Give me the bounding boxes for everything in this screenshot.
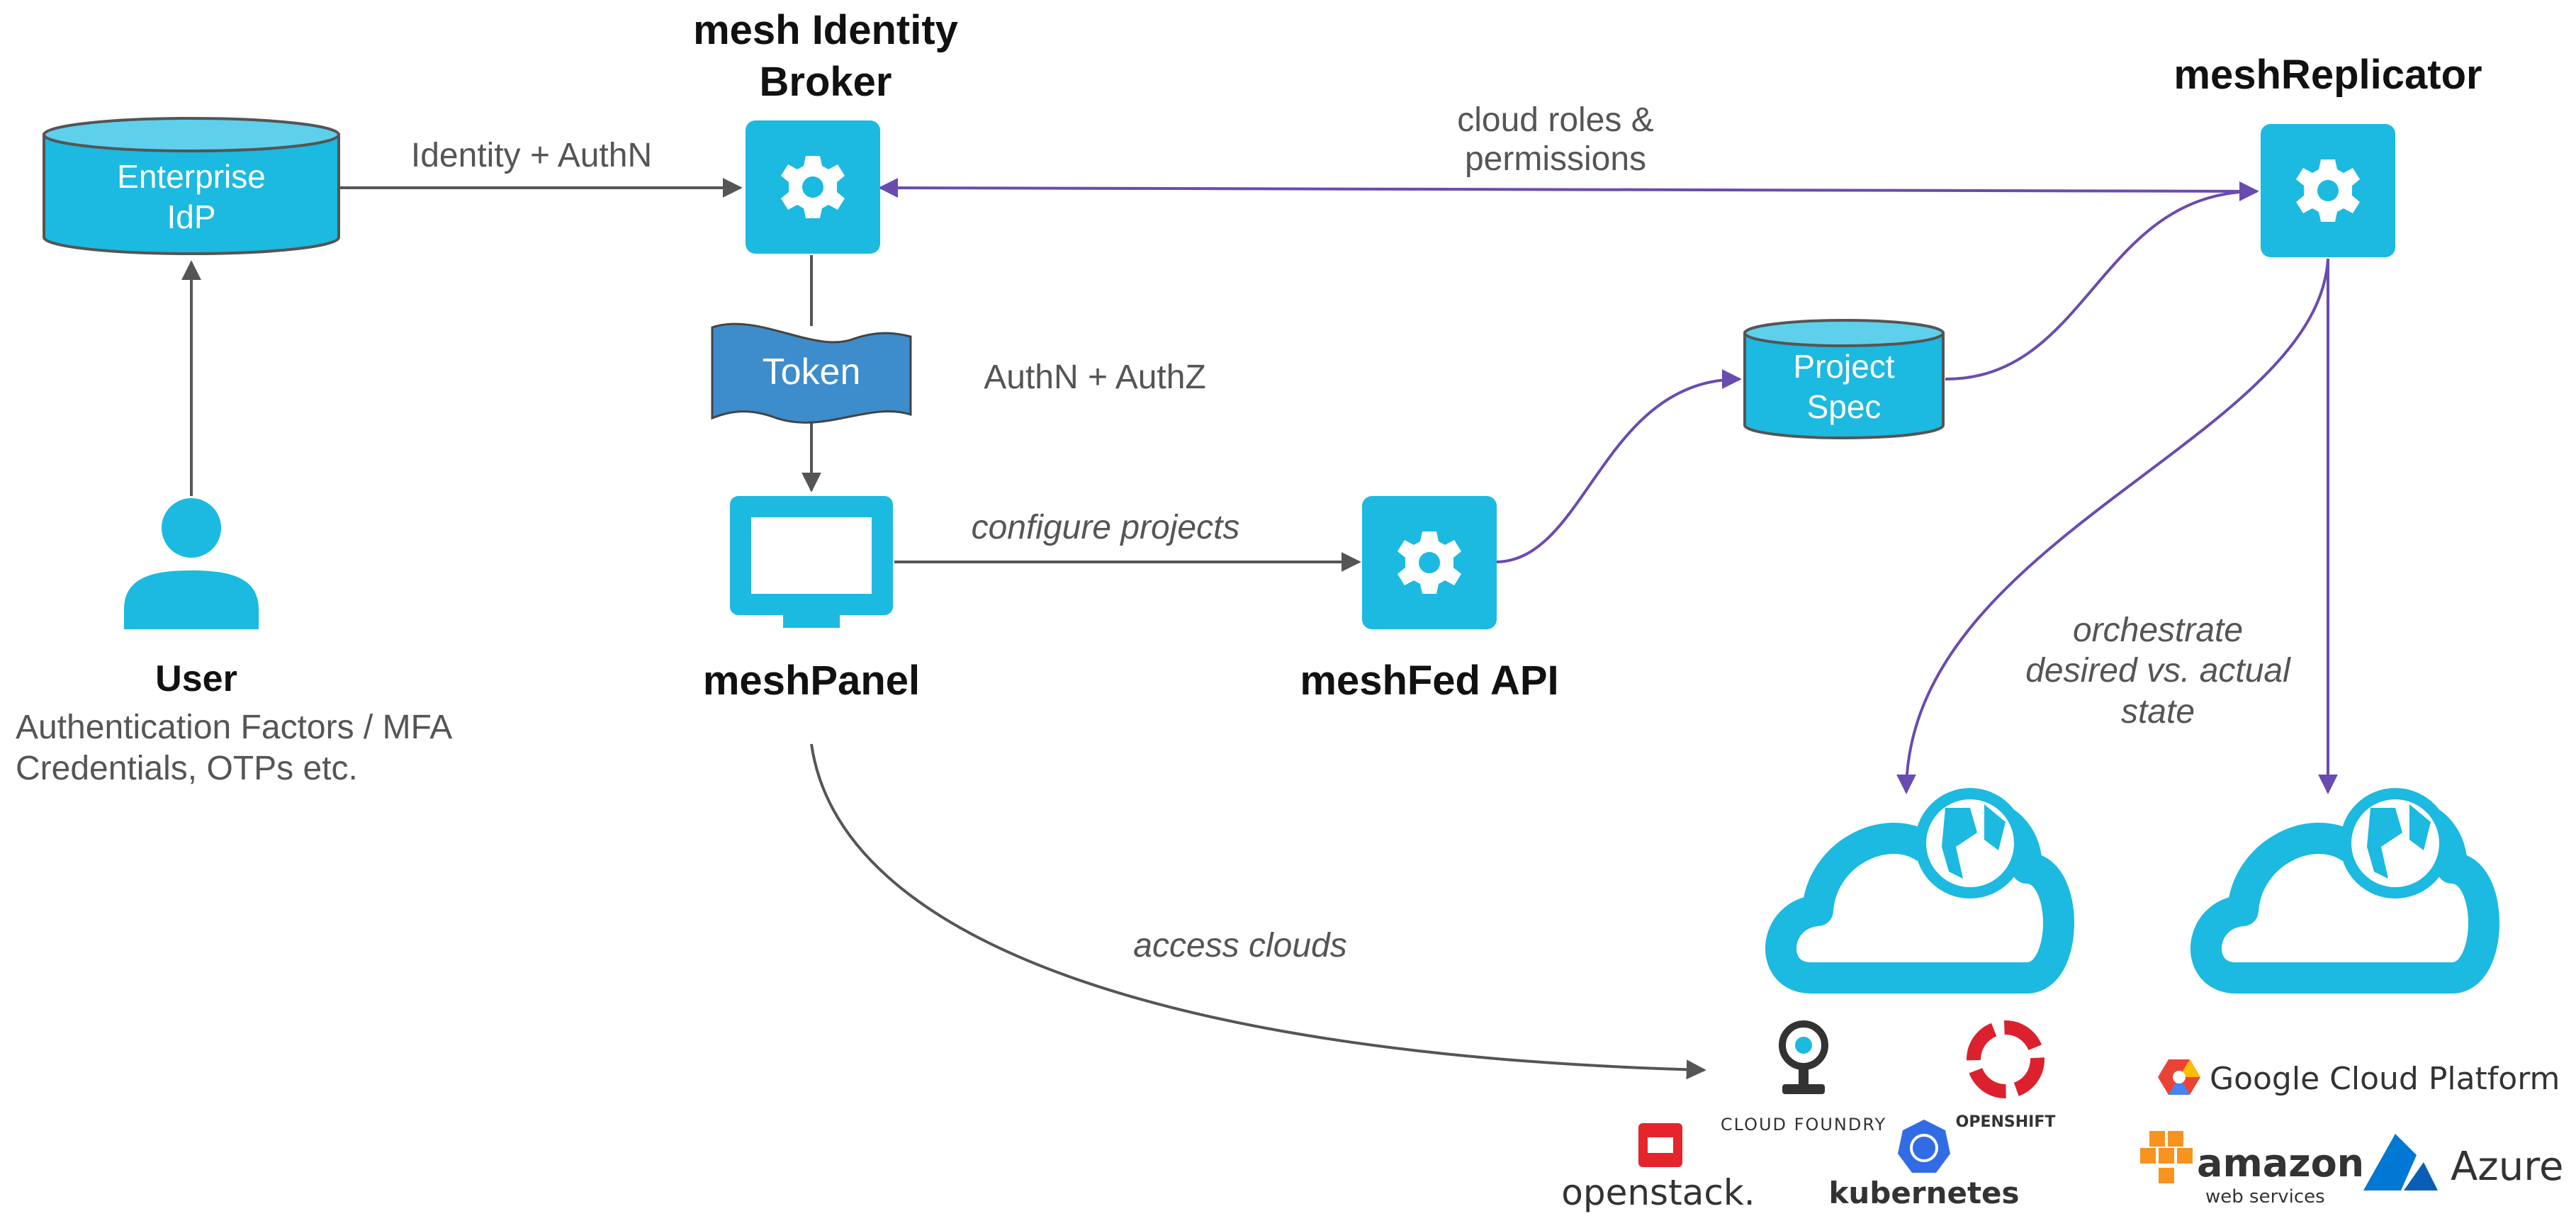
user-node: User Authentication Factors / MFA Creden… [16, 498, 452, 787]
cloudfoundry-logo: CLOUD FOUNDRY [1721, 1020, 1886, 1135]
project-spec-line2: Spec [1807, 388, 1882, 425]
openshift-logo: OPENSHIFT [1956, 1020, 2056, 1131]
globe-continents [1942, 804, 2006, 879]
cloudfoundry-icon-base [1782, 1084, 1825, 1094]
replicator-node: meshReplicator [2173, 52, 2482, 257]
openshift-icon [1967, 1020, 2045, 1098]
database-icon [43, 133, 340, 255]
enterprise-idp-line2: IdP [167, 198, 215, 235]
user-icon [124, 570, 259, 629]
database-icon [1743, 332, 1945, 439]
project-spec-line1: Project [1793, 348, 1894, 385]
cloudfoundry-label: CLOUD FOUNDRY [1721, 1115, 1886, 1135]
identity-broker-title-1: mesh Identity [693, 7, 958, 53]
monitor-stand [783, 615, 840, 628]
mesh-panel-title: meshPanel [703, 658, 920, 704]
identity-broker-node: mesh Identity Broker [693, 7, 958, 254]
user-desc-2: Credentials, OTPs etc. [16, 750, 358, 787]
edge-label-cloud-roles-1: cloud roles & [1457, 101, 1653, 139]
user-icon-head [162, 498, 221, 558]
edge-label-orchestrate-1: orchestrate [2073, 612, 2243, 649]
gcp-icon-center [2173, 1071, 2186, 1083]
gcp-logo: Google Cloud Platform [2158, 1059, 2560, 1097]
azure-icon-part [2404, 1162, 2438, 1190]
edge-fedapi-to-projectspec [1496, 369, 1742, 563]
identity-broker-title-2: Broker [760, 59, 892, 105]
enterprise-idp-node: Enterprise IdP [43, 117, 340, 255]
user-title: User [155, 658, 237, 699]
user-desc-1: Authentication Factors / MFA [16, 709, 452, 746]
kubernetes-icon-wheel [1910, 1134, 1938, 1162]
cloud-2 [2190, 788, 2499, 993]
token-label: Token [763, 351, 861, 393]
openstack-label: openstack. [1561, 1172, 1755, 1213]
kubernetes-icon [1898, 1120, 1950, 1173]
edge-projectspec-to-replicator [1945, 181, 2259, 381]
openstack-icon-inner [1648, 1137, 1673, 1153]
globe-continents [2367, 804, 2431, 879]
token-node: Token [711, 322, 912, 424]
gcp-icon-yellow [2179, 1059, 2200, 1077]
gcp-label: Google Cloud Platform [2210, 1061, 2560, 1097]
edge-panel-to-clouds [810, 743, 1706, 1080]
database-top [1743, 319, 1945, 347]
edge-replicator-to-cloud1 [1896, 258, 2329, 794]
edge-label-access-clouds: access clouds [1133, 927, 1346, 964]
openstack-logo: openstack. [1561, 1123, 1755, 1213]
edge-label-cloud-roles-2: permissions [1465, 140, 1646, 178]
replicator-title: meshReplicator [2173, 52, 2482, 98]
project-spec-node: Project Spec [1743, 319, 1945, 439]
token-flag [711, 322, 912, 424]
kubernetes-logo: kubernetes [1828, 1120, 2020, 1210]
database-top [43, 117, 340, 152]
cloudfoundry-icon-center [1795, 1037, 1812, 1054]
gcp-icon-blue [2169, 1077, 2190, 1095]
aws-label: amazon [2197, 1141, 2364, 1186]
edge-label-configure-projects: configure projects [972, 509, 1240, 546]
cloud-1 [1765, 788, 2074, 993]
fed-api-node: meshFed API [1300, 496, 1559, 704]
edge-label-orchestrate-2: desired vs. actual [2025, 652, 2291, 689]
fed-api-title: meshFed API [1300, 658, 1558, 704]
azure-label: Azure [2451, 1144, 2563, 1190]
monitor-screen [751, 517, 872, 594]
edge-label-identity-authn: Identity + AuthN [411, 137, 652, 174]
mesh-panel-node: meshPanel [703, 496, 920, 704]
aws-sublabel: web services [2205, 1186, 2325, 1207]
azure-icon [2363, 1134, 2417, 1190]
aws-logo: amazon web services [2140, 1131, 2364, 1207]
openshift-label: OPENSHIFT [1956, 1113, 2056, 1131]
edge-label-authn-authz: AuthN + AuthZ [984, 359, 1206, 396]
edge-broker-replicator [878, 178, 2259, 201]
edges [181, 178, 2338, 1080]
enterprise-idp-line1: Enterprise [117, 158, 266, 195]
edge-label-orchestrate-3: state [2121, 693, 2195, 731]
aws-icon [2140, 1131, 2193, 1183]
kubernetes-label: kubernetes [1828, 1176, 2019, 1210]
azure-logo: Azure [2363, 1134, 2563, 1190]
